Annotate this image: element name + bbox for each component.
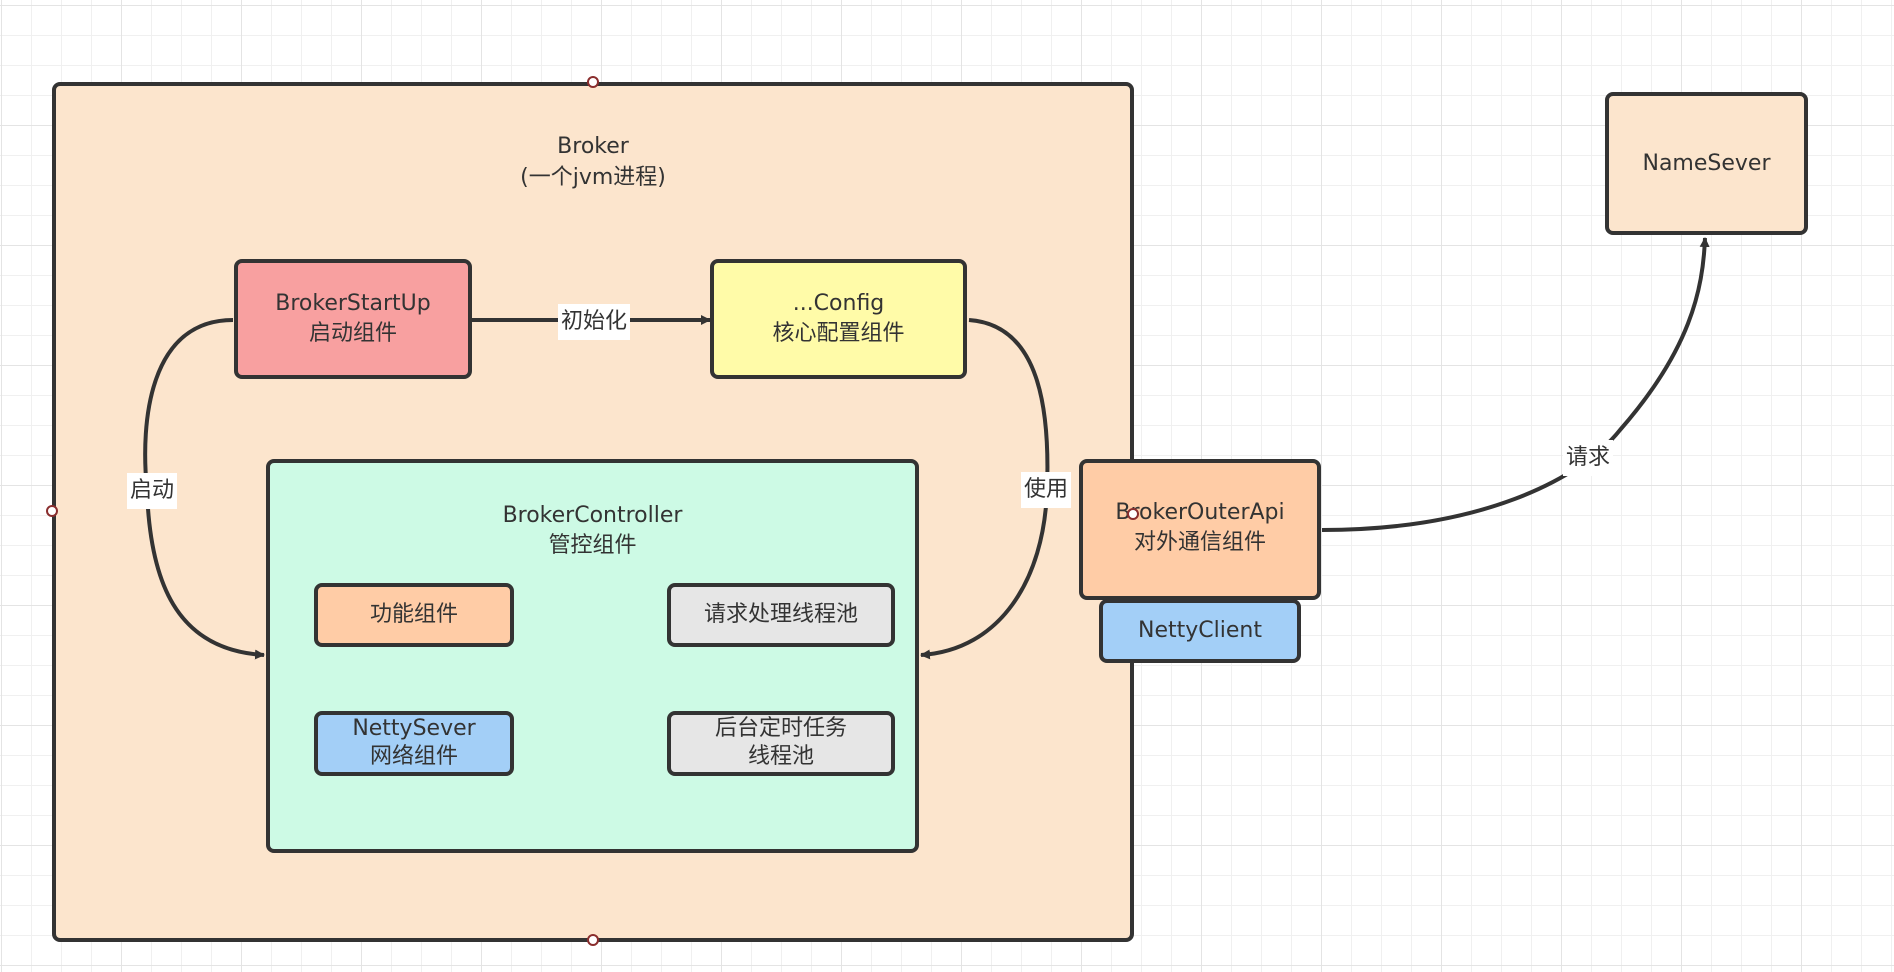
broker-outer-api-line1: BrokerOuterApi xyxy=(1115,499,1285,525)
nameserver-label: NameSever xyxy=(1642,150,1771,176)
edge-use-label: 使用 xyxy=(1020,472,1072,508)
edge-request-label: 请求 xyxy=(1562,440,1614,476)
config-line2: 核心配置组件 xyxy=(772,321,905,346)
netty-client-node[interactable]: NettyClient xyxy=(1099,599,1301,663)
edge-request[interactable] xyxy=(1321,237,1710,532)
request-thread-pool-label: 请求处理线程池 xyxy=(703,602,858,627)
scheduled-task-pool-line1: 后台定时任务 xyxy=(714,716,847,741)
netty-server-line1: NettySever xyxy=(352,716,476,741)
config-line1: ...Config xyxy=(792,291,885,316)
broker-title: Broker (一个jvm进程) xyxy=(52,131,1134,193)
broker-controller-node[interactable]: BrokerController 管控组件 xyxy=(266,459,919,853)
functional-component-label: 功能组件 xyxy=(369,602,458,627)
connection-point-bottom[interactable] xyxy=(587,934,599,946)
broker-startup-node[interactable]: BrokerStartUp 启动组件 xyxy=(234,259,472,379)
edge-init-label: 初始化 xyxy=(557,304,631,340)
broker-title-line2: (一个jvm进程) xyxy=(520,165,666,190)
netty-client-label: NettyClient xyxy=(1138,618,1262,643)
functional-component-node[interactable]: 功能组件 xyxy=(314,583,514,647)
netty-server-node[interactable]: NettySever 网络组件 xyxy=(314,711,514,776)
scheduled-task-pool-line2: 线程池 xyxy=(747,744,814,769)
connection-point-top[interactable] xyxy=(587,76,599,88)
edge-start-label: 启动 xyxy=(126,473,178,509)
config-node[interactable]: ...Config 核心配置组件 xyxy=(710,259,967,379)
connection-point-right[interactable] xyxy=(1127,508,1139,520)
broker-controller-line1: BrokerController xyxy=(502,503,683,528)
broker-controller-line2: 管控组件 xyxy=(548,533,637,558)
request-thread-pool-node[interactable]: 请求处理线程池 xyxy=(667,583,895,647)
nameserver-node[interactable]: NameSever xyxy=(1605,92,1808,235)
netty-server-line2: 网络组件 xyxy=(369,744,458,769)
broker-startup-line1: BrokerStartUp xyxy=(275,291,431,316)
broker-startup-line2: 启动组件 xyxy=(308,321,397,346)
connection-point-left[interactable] xyxy=(46,505,58,517)
scheduled-task-pool-node[interactable]: 后台定时任务 线程池 xyxy=(667,711,895,776)
broker-outer-api-line2: 对外通信组件 xyxy=(1133,529,1266,555)
broker-outer-api-node[interactable]: BrokerOuterApi 对外通信组件 xyxy=(1079,459,1321,600)
broker-title-line1: Broker xyxy=(557,134,629,159)
